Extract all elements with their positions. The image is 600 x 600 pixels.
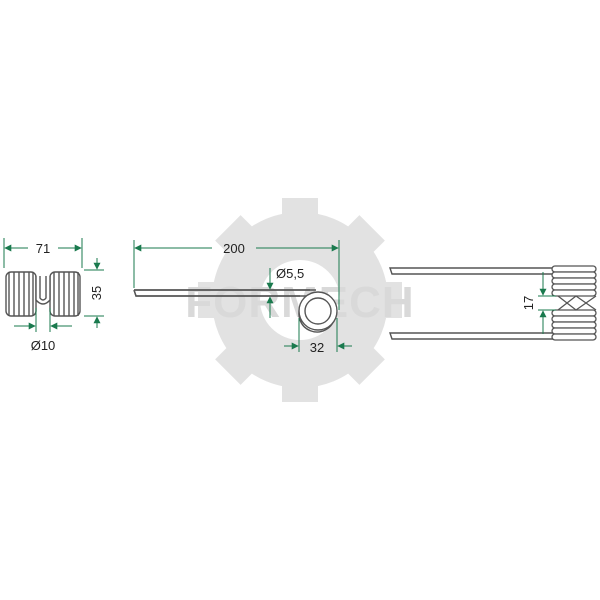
upper-tine-wire bbox=[389, 267, 557, 275]
coil-width-label: 71 bbox=[36, 241, 50, 256]
lower-tine-wire bbox=[389, 332, 557, 340]
tine-top-view: 17 bbox=[389, 265, 597, 341]
coil-connector bbox=[557, 295, 597, 311]
coil-height-label: 35 bbox=[89, 286, 104, 300]
watermark: FORMECH bbox=[185, 198, 414, 402]
coil-end-view: 71 35 Ø10 bbox=[3, 238, 104, 353]
cogwheel-watermark-icon bbox=[198, 198, 402, 402]
tine-side-view: 200 Ø5,5 32 bbox=[133, 240, 352, 355]
lower-coil bbox=[551, 309, 597, 341]
tine-length-label: 200 bbox=[223, 241, 245, 256]
tine-loop-label: 32 bbox=[310, 340, 324, 355]
coil-wire-diameter-label: Ø10 bbox=[31, 338, 56, 353]
tine-loop bbox=[298, 291, 338, 331]
upper-coil bbox=[551, 265, 597, 297]
coil-windings bbox=[5, 271, 81, 317]
tine-wire-diameter-label: Ø5,5 bbox=[276, 266, 304, 281]
tine-spacing-label: 17 bbox=[521, 296, 536, 310]
